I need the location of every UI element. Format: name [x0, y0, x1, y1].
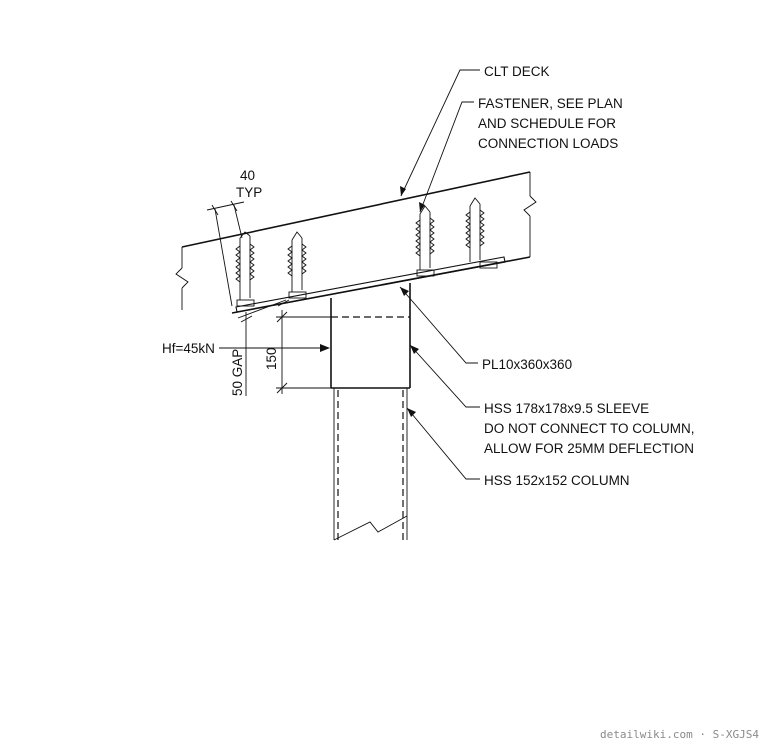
fastener-screws [235, 197, 498, 307]
leader-plate: PL10x360x360 [399, 286, 572, 372]
dim-spacing-value: 40 [240, 168, 255, 183]
dim-sleeve-length: 150 [264, 310, 331, 394]
watermark: detailwiki.com · S-XGJS4 [600, 728, 759, 741]
load-label: Hf=45kN [162, 341, 215, 356]
load-arrow: Hf=45kN [162, 341, 330, 356]
label-sleeve-3: ALLOW FOR 25MM DEFLECTION [484, 441, 694, 456]
label-sleeve-1: HSS 178x178x9.5 SLEEVE [484, 401, 649, 416]
hss-column [333, 388, 408, 541]
label-sleeve-2: DO NOT CONNECT TO COLUMN, [484, 421, 695, 436]
screw-2 [287, 231, 307, 299]
screw-4 [465, 197, 498, 269]
screw-1 [235, 231, 255, 307]
hss-sleeve [330, 283, 411, 389]
label-fastener-3: CONNECTION LOADS [478, 136, 618, 151]
label-plate: PL10x360x360 [482, 357, 572, 372]
label-column: HSS 152x152 COLUMN [484, 473, 630, 488]
clt-deck [175, 171, 537, 314]
label-fastener-1: FASTENER, SEE PLAN [478, 96, 623, 111]
dim-spacing: 40 TYP [206, 168, 262, 307]
label-clt-deck: CLT DECK [484, 64, 550, 79]
label-fastener-2: AND SCHEDULE FOR [478, 116, 616, 131]
base-plate [235, 256, 506, 313]
leader-column: HSS 152x152 COLUMN [406, 407, 630, 488]
dim-spacing-note: TYP [236, 185, 262, 200]
dim-gap: 50 GAP [230, 299, 290, 396]
dim-gap-label: 50 GAP [230, 349, 245, 396]
dim-sleeve-length-value: 150 [264, 347, 279, 370]
leader-sleeve: HSS 178x178x9.5 SLEEVE DO NOT CONNECT TO… [409, 344, 695, 456]
screw-3 [415, 205, 435, 277]
leader-clt-deck: CLT DECK [400, 64, 550, 197]
leader-fastener: FASTENER, SEE PLAN AND SCHEDULE FOR CONN… [419, 96, 623, 213]
